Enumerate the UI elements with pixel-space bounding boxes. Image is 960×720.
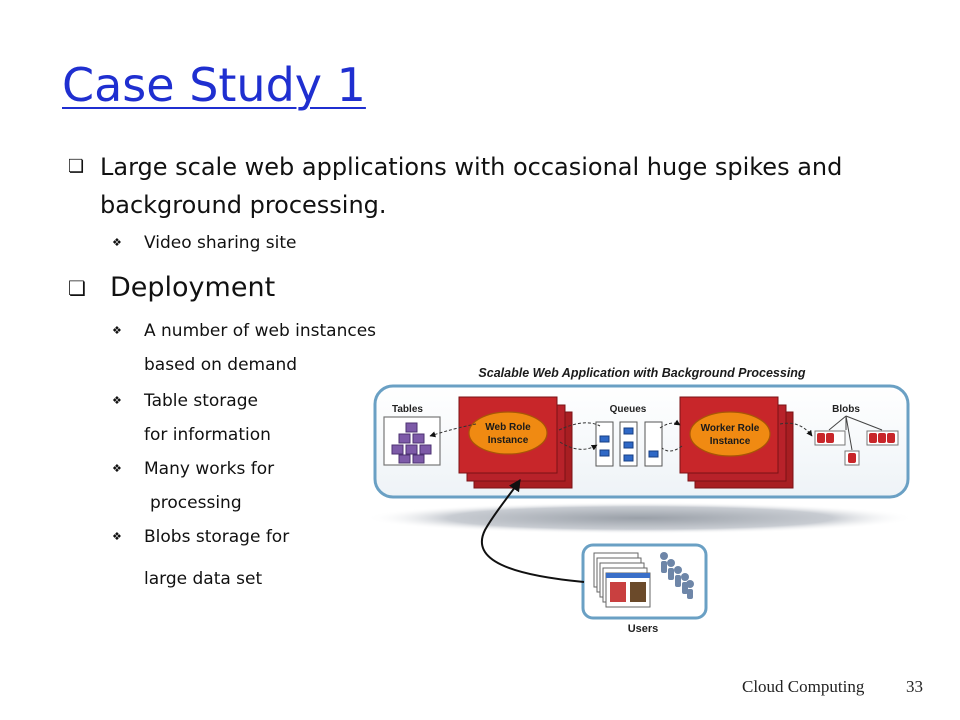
worker-role-line2: Instance [710,436,751,447]
web-role-line1: Web Role [485,422,531,433]
web-page-icon [593,552,651,608]
diamond-bullet-icon: ❖ [112,462,122,475]
sub-bullet-line: Blobs storage for [144,527,290,547]
worker-role-line1: Worker Role [701,423,760,434]
sub-bullet-line: Table storage [144,391,258,411]
users-to-web-arrow [480,479,585,583]
square-bullet-icon: ❏ [68,156,85,177]
web-role-instance: Web Role Instance [458,396,573,489]
sub-bullet-line: Many works for [144,459,275,479]
blob-icon [814,415,899,466]
footer-label: Cloud Computing [742,677,865,696]
tables-label: Tables [392,404,423,415]
diamond-bullet-icon: ❖ [112,530,122,543]
square-bullet-icon: ❏ [68,276,86,300]
table-stack-icon [383,416,441,466]
users-crowd-icon [660,552,694,599]
sub-bullet-line: A number of web instances [144,321,377,341]
diagram-title: Scalable Web Application with Background… [478,366,806,380]
queues-label: Queues [610,404,647,415]
blobs-label: Blobs [832,404,860,415]
bullet-text: Deployment [110,272,276,303]
sub-bullet-line: processing [150,493,242,513]
diamond-bullet-icon: ❖ [112,394,122,407]
worker-role-instance: Worker Role Instance [679,396,794,489]
diamond-bullet-icon: ❖ [112,236,122,249]
diamond-bullet-icon: ❖ [112,324,122,337]
page-number: 33 [906,677,923,696]
web-role-line2: Instance [488,435,529,446]
sub-bullet-line: for information [144,425,271,445]
diagram-connectors [429,419,813,452]
sub-bullet-text: Video sharing site [144,233,297,253]
sub-bullet-line: large data set [144,569,263,589]
sub-bullet-line: based on demand [144,355,298,375]
cloud-shadow [365,502,915,534]
bullet-text: Large scale web applications with occasi… [100,153,843,219]
slide-title: Case Study 1 [62,58,366,112]
queue-icon [595,421,663,467]
users-label: Users [628,623,659,635]
